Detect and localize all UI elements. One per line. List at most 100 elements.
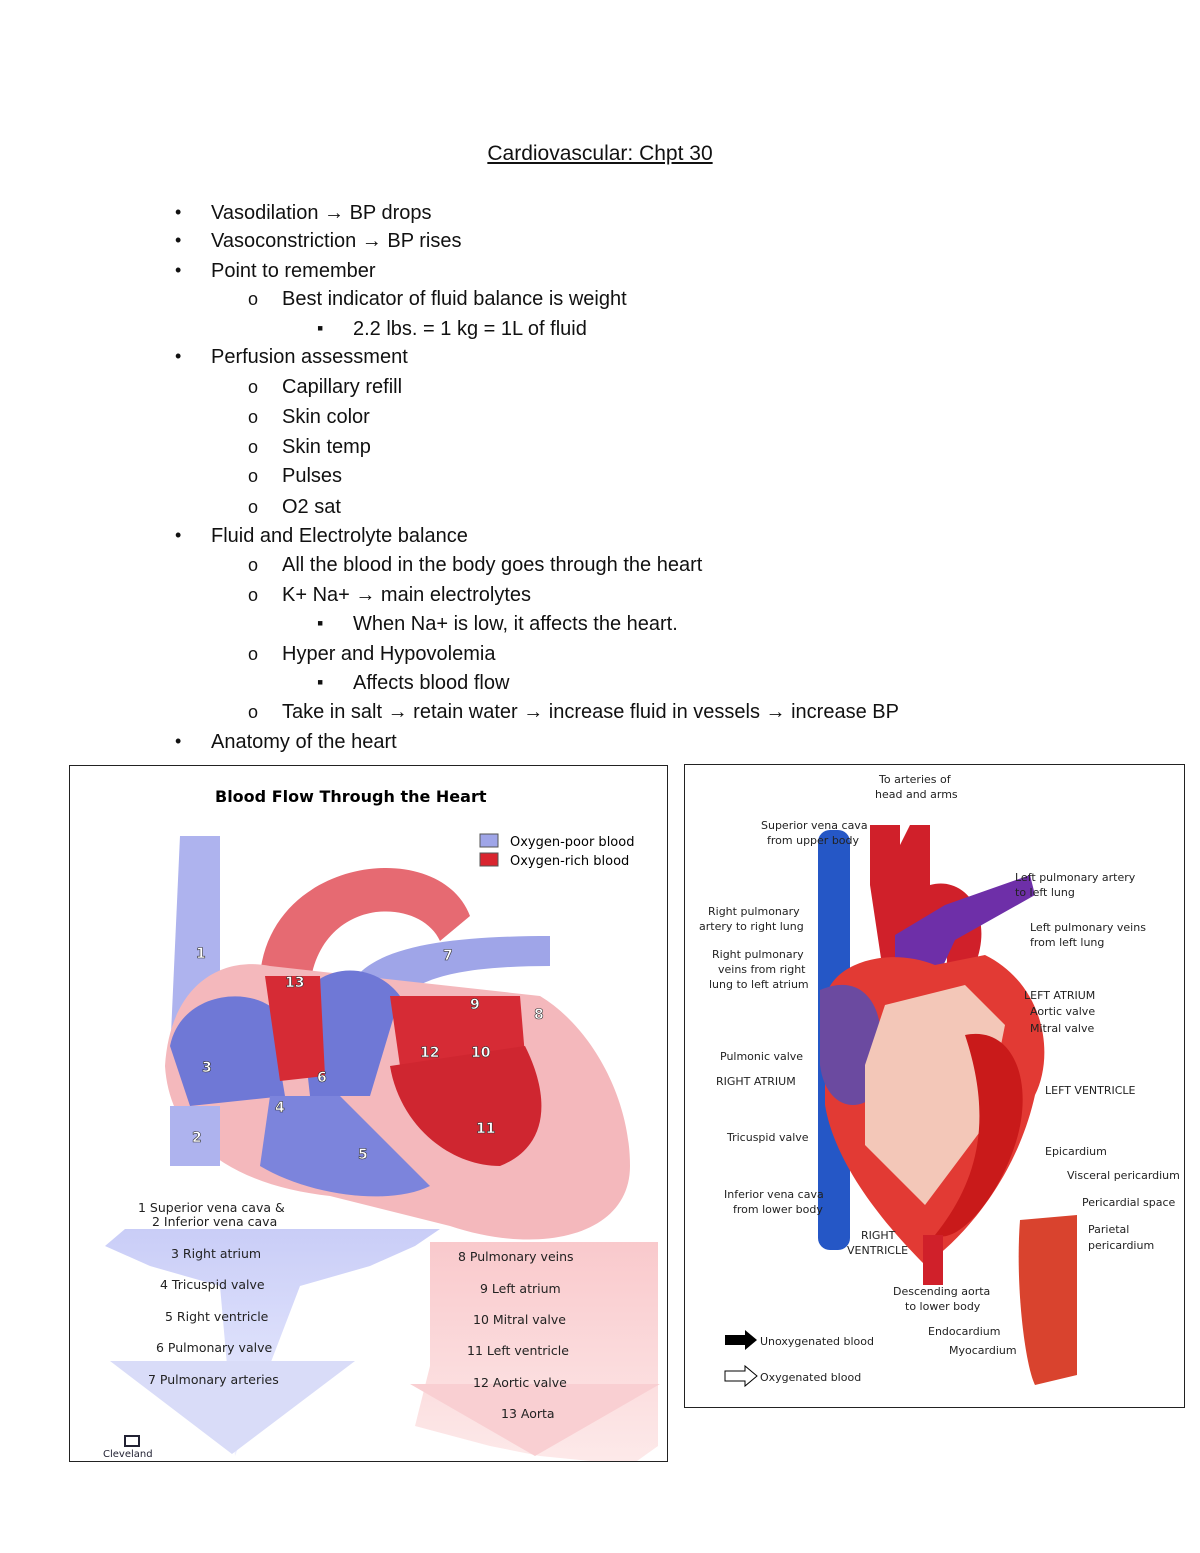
list-item: Vasodilation → BP drops	[211, 202, 432, 224]
bullet-marker: •	[175, 260, 182, 280]
num-1: 1	[196, 946, 206, 962]
lbl-svc-2: from upper body	[767, 834, 860, 847]
lbl-mitral-valve: Mitral valve	[1030, 1022, 1094, 1035]
lbl-pulmonic-valve: Pulmonic valve	[720, 1050, 803, 1063]
legend-poor-swatch	[479, 833, 499, 848]
heart-anatomy-diagram: To arteries of head and arms Superior ve…	[699, 773, 1180, 1388]
lbl-lpa-1: Left pulmonary artery	[1015, 871, 1136, 884]
lbl-tricuspid: Tricuspid valve	[726, 1131, 809, 1144]
left-list-6: 6 Pulmonary valve	[156, 1340, 272, 1355]
legend-rich-label: Oxygen-rich blood	[510, 854, 629, 869]
list-item: Point to remember	[211, 260, 376, 282]
aorta-root	[265, 976, 325, 1081]
list-item: Anatomy of the heart	[211, 731, 397, 753]
left-list-1: 1 Superior vena cava &	[138, 1200, 285, 1215]
left-ventricle-wall	[935, 1033, 1023, 1237]
num-13: 13	[285, 975, 304, 991]
num-9: 9	[470, 997, 480, 1013]
list-item: All the blood in the body goes through t…	[282, 554, 703, 576]
lbl-endocardium: Endocardium	[928, 1325, 1000, 1338]
list-item: Skin color	[282, 406, 370, 428]
ox-arrow-icon	[724, 1364, 758, 1388]
lbl-lpa-2: to left lung	[1015, 886, 1075, 899]
pericardium-sample	[1018, 1215, 1077, 1385]
lbl-ox: Oxygenated blood	[760, 1371, 861, 1384]
descending-aorta	[923, 1235, 943, 1285]
left-list-4: 4 Tricuspid valve	[160, 1277, 265, 1292]
num-11: 11	[476, 1121, 495, 1137]
left-list-7: 7 Pulmonary arteries	[148, 1372, 279, 1387]
left-arrow-head	[110, 1361, 355, 1454]
lbl-visceral: Visceral pericardium	[1067, 1169, 1180, 1182]
list-item: Affects blood flow	[353, 672, 510, 694]
lbl-unox: Unoxygenated blood	[760, 1335, 874, 1348]
lbl-desc-aorta-2: to lower body	[905, 1300, 981, 1313]
bullet-marker: ▪	[317, 672, 324, 692]
ivc-shape	[170, 1106, 220, 1166]
bullet-marker: o	[248, 377, 259, 397]
legend-rich-swatch	[479, 852, 499, 867]
lbl-ivc-1: Inferior vena cava	[724, 1188, 824, 1201]
lbl-rpa-2: artery to right lung	[699, 920, 804, 933]
right-list-11: 11 Left ventricle	[467, 1343, 569, 1358]
bullet-marker: o	[248, 497, 259, 517]
list-item: Skin temp	[282, 436, 371, 458]
list-item: Capillary refill	[282, 376, 403, 398]
bullet-marker: o	[248, 702, 259, 722]
lbl-aortic-valve: Aortic valve	[1030, 1005, 1095, 1018]
bullet-marker: •	[175, 202, 182, 222]
lbl-rpv-1: Right pulmonary	[712, 948, 804, 961]
bullet-marker: ▪	[317, 613, 324, 633]
list-item: Take in salt → retain water → increase f…	[282, 701, 899, 723]
list-item: K+ Na+ → main electrolytes	[282, 584, 531, 606]
list-item: Best indicator of fluid balance is weigh…	[282, 288, 627, 310]
left-flow-arrow	[105, 1229, 440, 1456]
lbl-left-ventricle: LEFT VENTRICLE	[1045, 1084, 1136, 1097]
lbl-rv-2: VENTRICLE	[847, 1244, 908, 1257]
bullet-marker: ▪	[317, 318, 324, 338]
page-title: Cardiovascular: Chpt 30	[487, 142, 713, 165]
lbl-lpv-1: Left pulmonary veins	[1030, 921, 1146, 934]
bullet-marker: o	[248, 466, 259, 486]
lbl-rpa-1: Right pulmonary	[708, 905, 800, 918]
lbl-parietal-2: pericardium	[1088, 1239, 1154, 1252]
left-ventricle	[390, 1046, 542, 1166]
lbl-lpv-2: from left lung	[1030, 936, 1104, 949]
cleveland-logo-text: Cleveland	[103, 1449, 153, 1460]
num-6: 6	[317, 1070, 327, 1086]
num-3: 3	[202, 1060, 212, 1076]
left-list-3: 3 Right atrium	[171, 1246, 261, 1261]
left-list-2: 2 Inferior vena cava	[152, 1214, 277, 1229]
list-item: Perfusion assessment	[211, 346, 408, 368]
lbl-rpv-3: lung to left atrium	[709, 978, 809, 991]
lbl-parietal-1: Parietal	[1088, 1223, 1129, 1236]
list-item: 2.2 lbs. = 1 kg = 1L of fluid	[353, 318, 587, 340]
lbl-right-atrium: RIGHT ATRIUM	[716, 1075, 796, 1088]
right-list-12: 12 Aortic valve	[473, 1375, 567, 1390]
lbl-arteries-head-2: head and arms	[875, 788, 958, 801]
num-10: 10	[471, 1045, 491, 1061]
list-item: Fluid and Electrolyte balance	[211, 525, 468, 547]
list-item: Hyper and Hypovolemia	[282, 643, 496, 665]
lbl-rpv-2: veins from right	[718, 963, 806, 976]
figure-title: Blood Flow Through the Heart	[215, 787, 487, 806]
cleveland-logo-icon	[124, 1435, 140, 1447]
left-atrium	[390, 996, 525, 1066]
list-item: O2 sat	[282, 496, 341, 518]
lbl-left-atrium: LEFT ATRIUM	[1024, 989, 1095, 1002]
lbl-desc-aorta-1: Descending aorta	[893, 1285, 990, 1298]
right-atrium	[170, 996, 285, 1106]
lbl-rv-1: RIGHT	[861, 1229, 896, 1242]
bullet-marker: o	[248, 437, 259, 457]
right-list-13: 13 Aorta	[501, 1406, 555, 1421]
bullet-marker: o	[248, 289, 259, 309]
num-4: 4	[275, 1100, 285, 1116]
right-ventricle	[260, 1096, 430, 1197]
bullet-marker: •	[175, 525, 182, 545]
aorta-arch	[260, 868, 470, 986]
unox-arrow-icon	[725, 1330, 757, 1350]
bullet-marker: o	[248, 555, 259, 575]
list-item: When Na+ is low, it affects the heart.	[353, 613, 678, 635]
lbl-svc-1: Superior vena cava	[761, 819, 868, 832]
num-8: 8	[534, 1007, 544, 1023]
